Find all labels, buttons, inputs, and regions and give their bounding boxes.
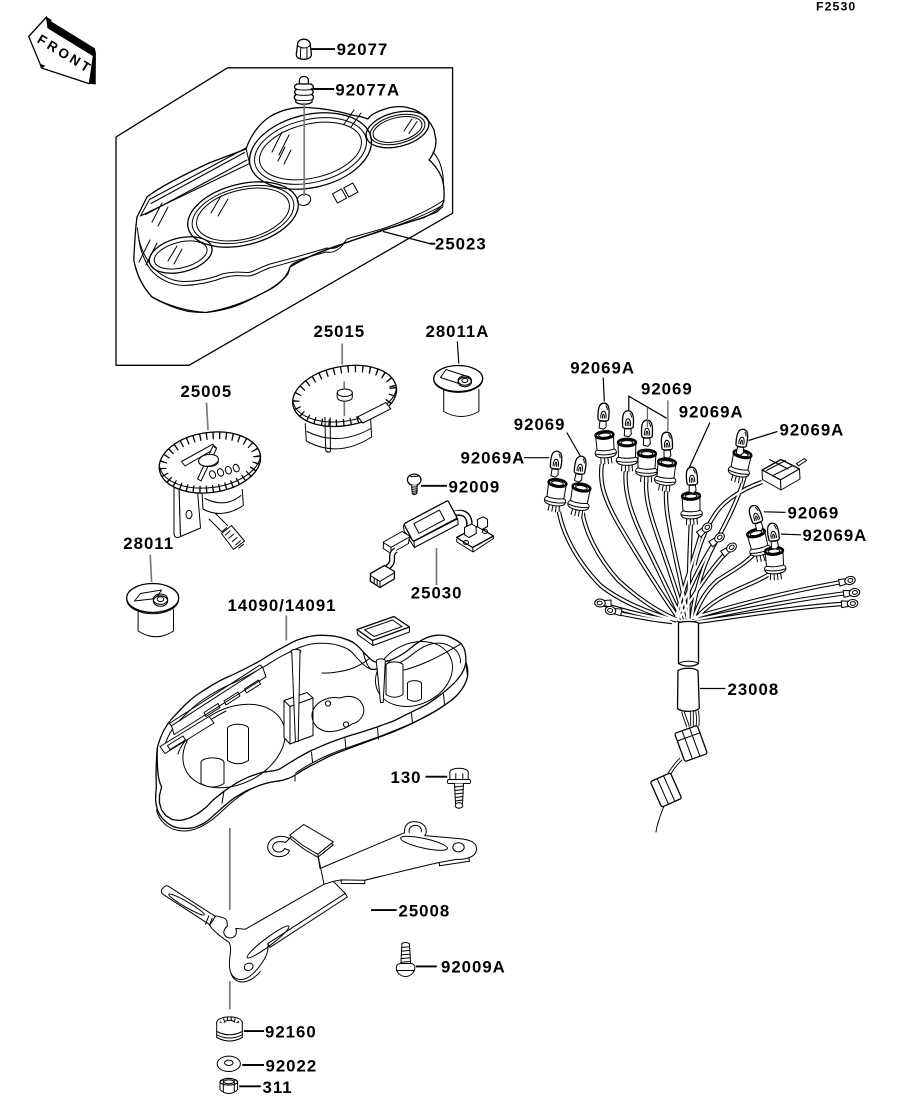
svg-text:25030: 25030: [411, 584, 463, 603]
svg-text:311: 311: [263, 1078, 293, 1097]
svg-text:130: 130: [391, 768, 422, 787]
svg-text:23008: 23008: [728, 680, 780, 699]
svg-text:92069A: 92069A: [570, 359, 635, 378]
svg-text:28011: 28011: [123, 534, 174, 553]
svg-text:25005: 25005: [181, 382, 233, 401]
svg-text:92069A: 92069A: [803, 526, 868, 545]
svg-text:92077A: 92077A: [335, 80, 400, 99]
svg-text:92160: 92160: [265, 1022, 317, 1041]
svg-text:25023: 25023: [435, 235, 487, 254]
svg-text:25008: 25008: [399, 902, 451, 921]
svg-text:92009: 92009: [449, 477, 501, 496]
svg-text:92069: 92069: [641, 380, 693, 399]
svg-text:92022: 92022: [266, 1056, 318, 1075]
svg-text:F2530: F2530: [816, 0, 856, 14]
svg-text:92077: 92077: [337, 40, 389, 59]
svg-text:92009A: 92009A: [441, 958, 506, 977]
svg-text:92069A: 92069A: [780, 421, 845, 440]
svg-text:14090/14091: 14090/14091: [228, 596, 337, 615]
svg-text:92069: 92069: [788, 503, 840, 522]
svg-text:92069A: 92069A: [461, 448, 526, 467]
svg-text:28011A: 28011A: [426, 322, 490, 341]
svg-text:92069: 92069: [514, 415, 566, 434]
svg-text:92069A: 92069A: [679, 403, 744, 422]
svg-text:25015: 25015: [314, 322, 366, 341]
